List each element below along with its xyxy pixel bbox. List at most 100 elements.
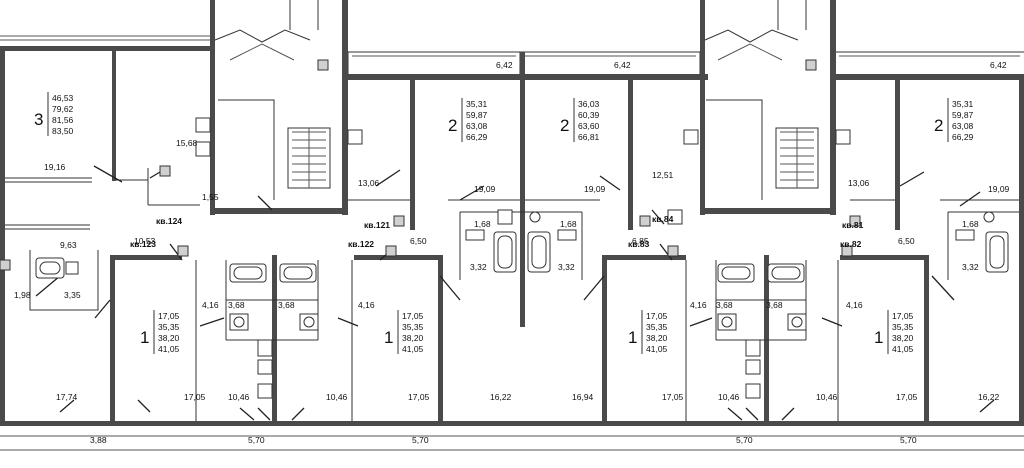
apartment-number-label: кв.83 bbox=[628, 239, 650, 249]
room-area-label: 1,68 bbox=[474, 219, 491, 229]
room-area-label: 17,05 bbox=[662, 392, 684, 402]
room-area-label: 13,06 bbox=[848, 178, 870, 188]
apartment-room-count: 1 bbox=[140, 328, 149, 347]
apartment-area-figure: 17,05 bbox=[158, 311, 180, 321]
room-area-label: 5,70 bbox=[736, 435, 753, 445]
room-area-label: 1,55 bbox=[202, 192, 219, 202]
room-area-label: 3,32 bbox=[962, 262, 979, 272]
room-area-label: 10,46 bbox=[228, 392, 250, 402]
bathroom-fixtures bbox=[0, 59, 1009, 399]
room-area-label: 1,68 bbox=[962, 219, 979, 229]
room-area-label: 16,22 bbox=[490, 392, 512, 402]
apartment-room-count: 3 bbox=[34, 110, 43, 129]
room-area-label: 19,09 bbox=[584, 184, 606, 194]
room-area-label: 3,32 bbox=[558, 262, 575, 272]
room-area-label: 3,68 bbox=[228, 300, 245, 310]
apartment-area-figure: 38,20 bbox=[646, 333, 668, 343]
apartment-room-count: 1 bbox=[628, 328, 637, 347]
apartment-number-label: кв.81 bbox=[842, 220, 864, 230]
apartment-area-figure: 17,05 bbox=[892, 311, 914, 321]
room-area-label: 3,32 bbox=[470, 262, 487, 272]
apartment-area-figure: 41,05 bbox=[402, 344, 424, 354]
room-area-label: 1,98 bbox=[14, 290, 31, 300]
room-area-label: 4,16 bbox=[202, 300, 219, 310]
room-area-label: 13,06 bbox=[358, 178, 380, 188]
stair-tower-left bbox=[210, 0, 348, 215]
room-area-label: 6,42 bbox=[990, 60, 1007, 70]
apartment-area-figure: 35,31 bbox=[952, 99, 974, 109]
room-area-label: 6,42 bbox=[614, 60, 631, 70]
room-area-label: 10,46 bbox=[326, 392, 348, 402]
room-area-label: 3,68 bbox=[716, 300, 733, 310]
room-area-label: 10,53 bbox=[134, 236, 156, 246]
apartment-area-figure: 83,50 bbox=[52, 126, 74, 136]
apartment-area-figure: 66,29 bbox=[952, 132, 974, 142]
apartment-area-figure: 35,35 bbox=[158, 322, 180, 332]
apartment-number-label: кв.122 bbox=[348, 239, 374, 249]
room-area-label: 3,88 bbox=[90, 435, 107, 445]
apartment-room-count: 2 bbox=[934, 116, 943, 135]
apartment-area-figure: 17,05 bbox=[402, 311, 424, 321]
room-area-label: 16,94 bbox=[572, 392, 594, 402]
room-area-label: 10,46 bbox=[816, 392, 838, 402]
room-area-label: 5,70 bbox=[412, 435, 429, 445]
room-area-label: 17,05 bbox=[408, 392, 430, 402]
interior-walls bbox=[5, 46, 1019, 421]
apartment-number-label: кв.84 bbox=[652, 214, 674, 224]
apartment-area-figure: 35,35 bbox=[646, 322, 668, 332]
room-area-label: 6,50 bbox=[898, 236, 915, 246]
apartment-area-figure: 41,05 bbox=[158, 344, 180, 354]
room-area-label: 19,16 bbox=[44, 162, 66, 172]
apartment-area-figure: 81,56 bbox=[52, 115, 74, 125]
apartment-area-figure: 66,29 bbox=[466, 132, 488, 142]
room-area-label: 5,70 bbox=[900, 435, 917, 445]
room-area-label: 17,05 bbox=[184, 392, 206, 402]
room-area-label: 16,22 bbox=[978, 392, 1000, 402]
dimension-lines bbox=[0, 435, 1024, 451]
apartment-area-figure: 35,31 bbox=[466, 99, 488, 109]
apartment-room-count: 1 bbox=[384, 328, 393, 347]
doors bbox=[35, 165, 995, 421]
outer-walls bbox=[0, 46, 1024, 426]
stair-tower-right bbox=[700, 0, 836, 215]
apartment-area-figure: 38,20 bbox=[402, 333, 424, 343]
apartment-area-figure: 41,05 bbox=[892, 344, 914, 354]
apartment-area-figure: 35,35 bbox=[402, 322, 424, 332]
room-area-label: 3,35 bbox=[64, 290, 81, 300]
apartment-area-figure: 38,20 bbox=[158, 333, 180, 343]
apartment-room-count: 1 bbox=[874, 328, 883, 347]
apartment-area-figure: 36,03 bbox=[578, 99, 600, 109]
room-area-label: 9,63 bbox=[60, 240, 77, 250]
apartment-area-figure: 38,20 bbox=[892, 333, 914, 343]
apartment-number-label: кв.124 bbox=[156, 216, 182, 226]
apartment-number-label: кв.123 bbox=[130, 239, 156, 249]
room-area-label: 17,74 bbox=[56, 392, 78, 402]
room-area-label: 17,05 bbox=[896, 392, 918, 402]
apartment-area-figure: 60,39 bbox=[578, 110, 600, 120]
room-area-label: 5,70 bbox=[248, 435, 265, 445]
apartment-area-figure: 66,81 bbox=[578, 132, 600, 142]
room-area-label: 4,16 bbox=[690, 300, 707, 310]
apartment-area-figure: 79,62 bbox=[52, 104, 74, 114]
apartment-area-figure: 63,08 bbox=[952, 121, 974, 131]
apartment-area-figure: 46,53 bbox=[52, 93, 74, 103]
apartment-room-count: 2 bbox=[560, 116, 569, 135]
room-area-label: 6,85 bbox=[632, 236, 649, 246]
room-area-label: 4,16 bbox=[846, 300, 863, 310]
apartment-area-figure: 41,05 bbox=[646, 344, 668, 354]
room-area-label: 19,09 bbox=[988, 184, 1010, 194]
room-area-label: 1,68 bbox=[560, 219, 577, 229]
apartment-area-figure: 59,87 bbox=[952, 110, 974, 120]
room-area-label: 6,50 bbox=[410, 236, 427, 246]
apartment-area-figure: 63,08 bbox=[466, 121, 488, 131]
